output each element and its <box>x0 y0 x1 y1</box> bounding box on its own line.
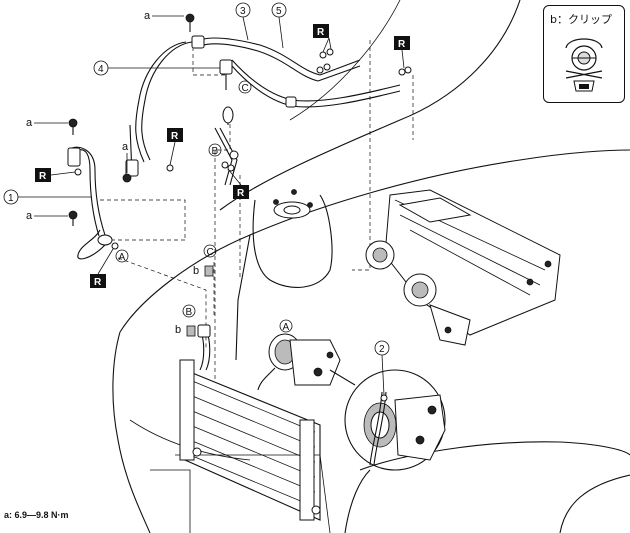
bolt-left-lower <box>68 210 78 226</box>
label-a-left-upper: a <box>26 117 33 129</box>
svg-text:C: C <box>207 247 214 258</box>
callout-5: 5 <box>271 2 287 49</box>
vehicle-body-outline <box>112 0 630 533</box>
r-tag-left: R <box>35 168 51 182</box>
hose-1 <box>67 124 139 260</box>
torque-note: a: 6.9—9.8 N·m <box>4 510 69 520</box>
svg-text:2: 2 <box>379 344 385 355</box>
r-tag-center: R <box>167 128 183 142</box>
pressure-switch-4 <box>219 59 233 90</box>
heater-unit <box>365 189 561 346</box>
pipe-3-low-pressure <box>135 35 321 163</box>
svg-text:R: R <box>39 171 47 182</box>
label-b-lower: b <box>175 324 181 336</box>
label-a-left-lower: a <box>26 210 33 222</box>
receiver-fitting <box>214 106 239 186</box>
svg-text:B: B <box>212 146 219 157</box>
r-tag-top-right: R <box>313 24 329 38</box>
circled-c-upper: C <box>238 80 252 94</box>
r-tag-far-right: R <box>394 36 410 50</box>
condenser <box>179 324 321 521</box>
svg-text:R: R <box>94 277 102 288</box>
svg-text:R: R <box>237 188 245 199</box>
circled-a-left: A <box>115 249 129 263</box>
circled-c-lower: C <box>203 244 217 258</box>
callout-4: 4 <box>93 60 220 76</box>
callout-1: 1 <box>3 189 92 205</box>
svg-text:R: R <box>171 131 179 142</box>
clip-legend-box: b：クリップ <box>543 5 625 103</box>
compressor-a <box>257 333 341 391</box>
svg-text:R: R <box>398 39 406 50</box>
svg-text:4: 4 <box>98 64 104 75</box>
r-tag-lower-left: R <box>90 274 106 288</box>
svg-text:B: B <box>186 307 193 318</box>
o-rings <box>50 37 412 275</box>
svg-text:3: 3 <box>240 6 246 17</box>
svg-text:A: A <box>283 322 290 333</box>
clip-icon <box>565 38 603 92</box>
compressor-detail-view <box>329 369 446 471</box>
circled-a-compressor: A <box>279 319 293 333</box>
r-tag-mid: R <box>233 185 249 199</box>
bolt-left-upper <box>68 118 78 135</box>
circled-b-upper: B <box>208 143 222 157</box>
svg-text:A: A <box>119 252 126 263</box>
label-a-mid: a <box>122 141 129 153</box>
bolt-mid <box>122 173 132 183</box>
circled-b-lower: B <box>182 304 196 318</box>
label-b-upper: b <box>193 265 199 277</box>
legend-title: b：クリップ <box>550 13 612 26</box>
bolt-top <box>185 13 195 32</box>
svg-text:1: 1 <box>8 193 14 204</box>
pipe-5-high-pressure <box>231 59 401 108</box>
callout-2: 2 <box>374 340 390 396</box>
svg-text:R: R <box>317 27 325 38</box>
svg-text:5: 5 <box>276 6 282 17</box>
svg-text:C: C <box>242 83 249 94</box>
label-a-top: a <box>144 10 151 22</box>
callout-3: 3 <box>235 2 251 41</box>
